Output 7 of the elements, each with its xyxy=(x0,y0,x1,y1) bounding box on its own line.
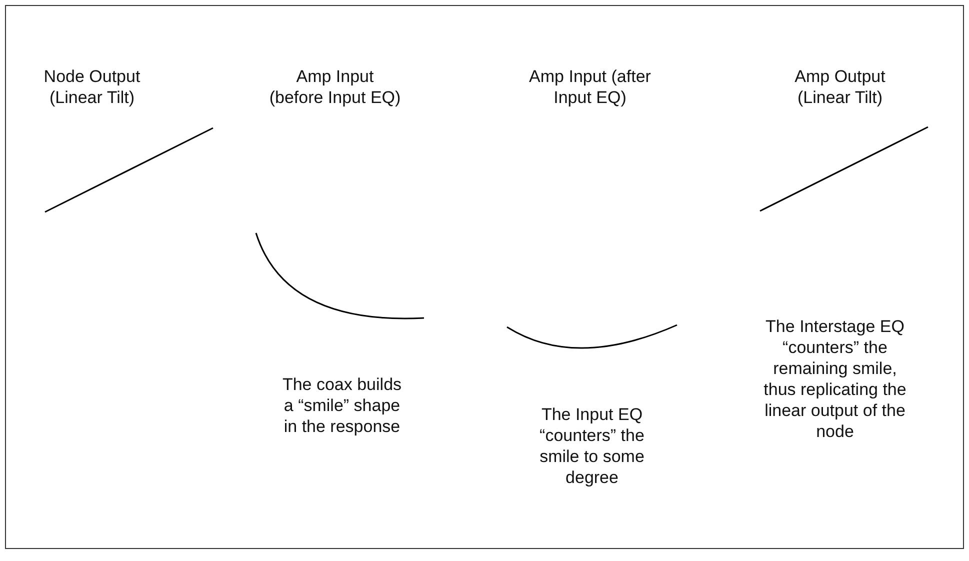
column-heading: Amp Output (Linear Tilt) xyxy=(794,66,886,108)
description-text: The Input EQ “counters” the smile to some degree xyxy=(538,404,646,488)
column-heading: Amp Input (after Input EQ) xyxy=(528,66,652,108)
description-text: The Interstage EQ “counters” the remaining smile, thus replicating the linear output of the node xyxy=(762,316,908,442)
column-heading: Node Output (Linear Tilt) xyxy=(42,66,142,108)
column-heading: Amp Input (before Input EQ) xyxy=(268,66,402,108)
description-text: The coax builds a “smile” shape in the response xyxy=(281,374,403,437)
